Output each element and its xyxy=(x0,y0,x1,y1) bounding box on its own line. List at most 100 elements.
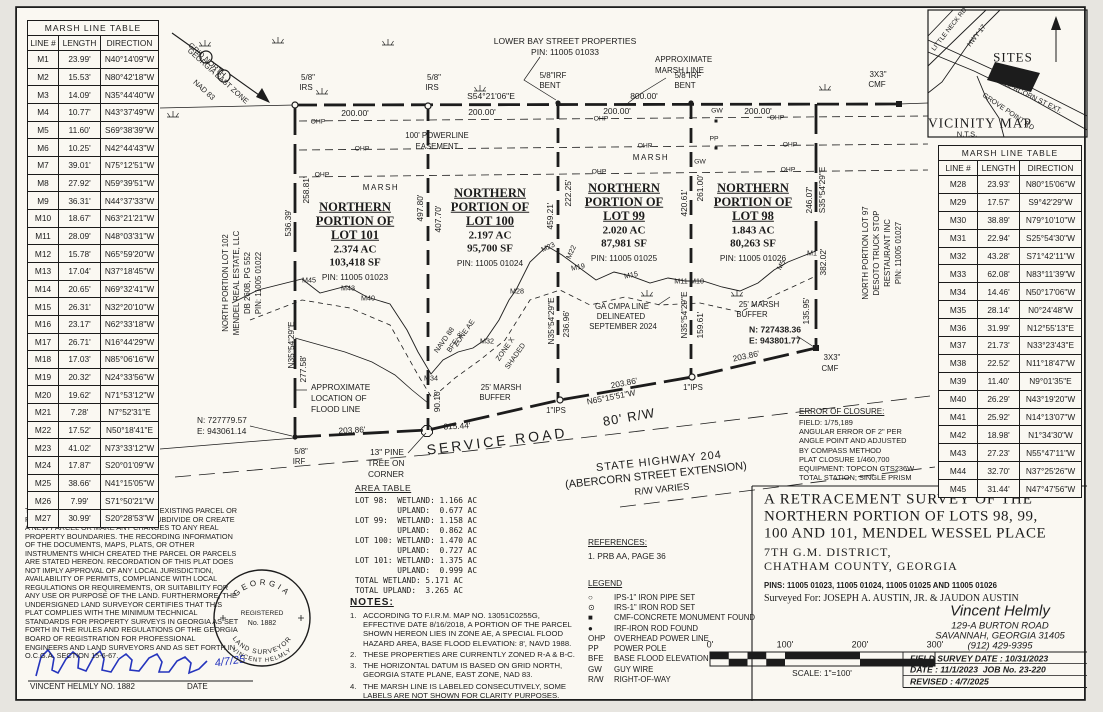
marsh-table-cell: 7.99' xyxy=(58,492,100,510)
marsh-table-cell: N24°33'56"W xyxy=(100,368,158,386)
marsh-table-cell: LENGTH xyxy=(58,36,100,50)
map-label: FLOOD LINE xyxy=(311,403,361,414)
legend-text: IRS-1" IRON ROD SET xyxy=(614,602,696,612)
county-line: CHATHAM COUNTY, GEORGIA xyxy=(764,559,958,573)
marsh-table-cell: M32 xyxy=(949,251,967,261)
seal-registered: REGISTERED xyxy=(241,610,284,617)
legend-code: BFE xyxy=(588,654,604,664)
field-survey-date: FIELD SURVEY DATE : 10/31/2023 xyxy=(910,653,1049,664)
marsh-table-cell: M3 xyxy=(37,89,49,100)
map-label: M10 xyxy=(690,276,704,286)
surveyor-name: Vincent Helmly xyxy=(950,602,1050,620)
marsh-table-cell: N40°14'09"W xyxy=(100,51,158,68)
map-label: 246.07' xyxy=(803,186,814,214)
marsh-table-cell: 62.08' xyxy=(977,265,1019,283)
marsh-table-cell: S9°42'29"W xyxy=(1019,193,1081,211)
legend-text: IRF-IRON ROD FOUND xyxy=(614,623,699,633)
closure-line: ANGULAR ERROR OF 2" PER xyxy=(799,427,902,437)
map-label: 95,700 SF xyxy=(467,242,513,255)
closure-line: ANGLE POINT AND ADJUSTED xyxy=(799,436,907,446)
marsh-table-cell: 25.92' xyxy=(977,408,1019,426)
note-number: 4. xyxy=(350,681,357,691)
map-label: PORTION OF xyxy=(450,199,530,214)
lot99-pin: PIN: 11005 01025 xyxy=(590,252,658,263)
marsh-table-cell: M13 xyxy=(34,266,52,277)
marsh-table-cell: M40 xyxy=(949,394,967,405)
map-label: PORTION OF xyxy=(713,194,793,209)
area-table-line: TOTAL WETLAND: 5.171 AC xyxy=(355,576,463,585)
map-label: S54°21'06"E xyxy=(467,90,515,101)
notes-title: NOTES: xyxy=(350,597,394,608)
seal-cross-marks xyxy=(220,615,304,621)
marsh-table-cell: N33°23'43"E xyxy=(1019,337,1081,354)
map-label: 13" PINE xyxy=(370,446,404,457)
marsh-table-cell: M23 xyxy=(34,442,52,453)
map-label: 277.58' xyxy=(297,355,308,383)
marsh-table-cell: S71°50'21"W xyxy=(100,492,158,510)
map-label: CORNER xyxy=(368,468,404,479)
map-label: M32 xyxy=(480,336,494,346)
map-label: 135.95' xyxy=(800,297,811,325)
map-label: 2.374 AC xyxy=(333,243,377,256)
area-table-line: LOT 99: WETLAND: 1.158 AC xyxy=(355,516,478,525)
legend-code: PP xyxy=(588,644,599,654)
references-item: 1. PRB AA, PAGE 36 xyxy=(588,551,666,561)
legend-row: ○IPS-1" IRON PIPE SET xyxy=(588,592,758,602)
map-label: M11 xyxy=(674,276,688,286)
legend-code: GW xyxy=(588,664,602,674)
marsh-table-cell: 17.52' xyxy=(58,421,100,439)
marsh-table-cell: M19 xyxy=(34,372,52,383)
map-label: 200.00' xyxy=(341,107,369,118)
marsh-table-cell: N79°10'10"W xyxy=(1019,211,1081,229)
map-label: DB 260B, PG 552 xyxy=(243,252,253,314)
area-table-line: UPLAND: 0.727 AC xyxy=(355,546,478,555)
map-label: 536.39' xyxy=(282,209,293,237)
marsh-table-cell: M11 xyxy=(35,230,51,241)
map-label: 407.70' xyxy=(432,205,443,233)
note-item: 3.THE HORIZONTAL DATUM IS BASED ON GRID … xyxy=(350,661,582,679)
map-label: PIN: 11005 01027 xyxy=(894,221,904,285)
surveyor-address: SAVANNAH, GEORGIA 31405 xyxy=(935,630,1065,642)
coordinate-label: N: 727438.36 xyxy=(749,324,802,335)
surveyor-phone: (912) 429-9395 xyxy=(967,640,1033,652)
marsh-table-cell: 23.93' xyxy=(977,176,1019,193)
legend-row: ●IRF-IRON ROD FOUND xyxy=(588,623,758,633)
signature-date-label: DATE xyxy=(187,682,208,691)
lot100-pin: PIN: 11005 01024 xyxy=(456,257,524,268)
marsh-table-cell: 26.29' xyxy=(977,390,1019,408)
map-label: OHP xyxy=(314,171,330,179)
map-label: N35°54'29"E xyxy=(545,297,556,345)
vicinity-road-label: HWY 17 xyxy=(966,23,988,49)
area-table: AREA TABLE LOT 98: WETLAND: 1.166 AC UPL… xyxy=(355,483,477,596)
area-table-line: LOT 100: WETLAND: 1.470 AC xyxy=(355,536,478,545)
marsh-table-cell: LENGTH xyxy=(977,161,1019,175)
map-label: R/W VARIES xyxy=(633,481,691,499)
map-label: 1"IPS xyxy=(546,406,566,416)
closure-line: BY COMPASS METHOD xyxy=(799,445,882,455)
map-label: LOT 98 xyxy=(732,208,774,223)
surveyed-for-line: Surveyed For: JOSEPH A. AUSTIN, JR. & JA… xyxy=(764,593,1019,604)
signature-name-label: VINCENT HELMLY NO. 1882 xyxy=(30,682,135,691)
marsh-table-cell: M20 xyxy=(34,389,52,400)
marsh-table-cell: N71°53'12"W xyxy=(100,386,158,404)
map-label: M28 xyxy=(510,286,524,296)
map-label: 222.25' xyxy=(562,179,573,207)
marsh-table-cell: N12°55'13"E xyxy=(1019,319,1081,337)
